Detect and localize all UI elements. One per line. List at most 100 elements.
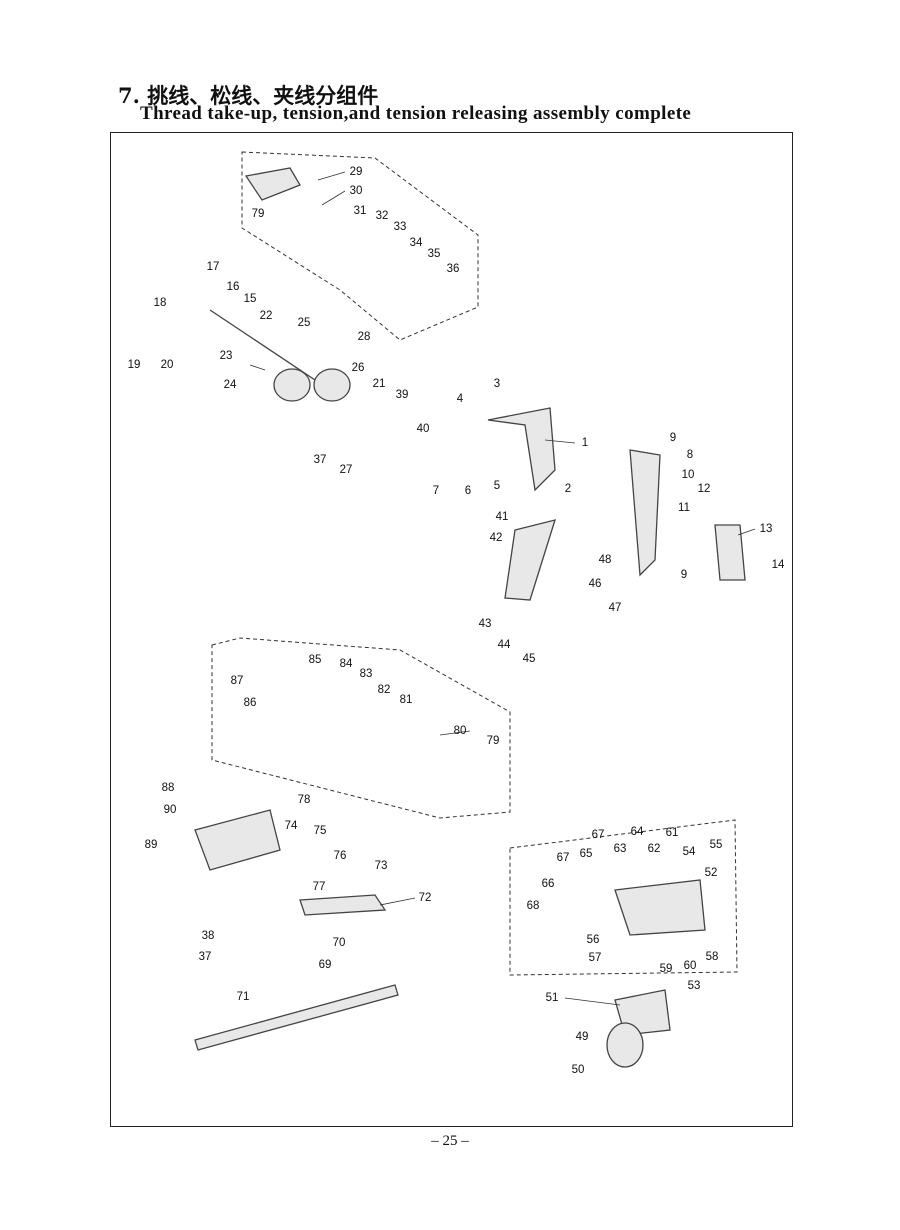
- part-label: 1: [581, 437, 589, 449]
- part-label: 31: [353, 205, 367, 217]
- part-label: 46: [588, 578, 602, 590]
- part-label: 29: [349, 166, 363, 178]
- part-label: 36: [446, 263, 460, 275]
- part-label: 40: [416, 423, 430, 435]
- part-label: 88: [161, 782, 175, 794]
- part-label: 44: [497, 639, 511, 651]
- part-label: 82: [377, 684, 391, 696]
- part-label: 43: [478, 618, 492, 630]
- part-label: 3: [493, 378, 501, 390]
- part-label: 20: [160, 359, 174, 371]
- part-label: 30: [349, 185, 363, 197]
- part-label: 4: [456, 393, 464, 405]
- part-label: 39: [395, 389, 409, 401]
- part-label: 86: [243, 697, 257, 709]
- bracket-41: [504, 519, 556, 601]
- part-label: 47: [608, 602, 622, 614]
- section-title-english: Thread take-up, tension,and tension rele…: [140, 103, 692, 124]
- part-label: 70: [332, 937, 346, 949]
- part-label: 60: [683, 960, 697, 972]
- section-title-chinese: 7. 挑线、松线、夹线分组件: [118, 83, 379, 108]
- part-label: 38: [201, 930, 215, 942]
- part-label: 41: [495, 511, 509, 523]
- part-label: 76: [333, 850, 347, 862]
- part-label: 18: [153, 297, 167, 309]
- part-label: 90: [163, 804, 177, 816]
- part-label: 2: [564, 483, 572, 495]
- part-label: 6: [464, 485, 472, 497]
- part-label: 23: [219, 350, 233, 362]
- part-label: 53: [687, 980, 701, 992]
- bracket-1: [487, 407, 556, 492]
- part-label: 79: [486, 735, 500, 747]
- part-label: 83: [359, 668, 373, 680]
- part-label: 62: [647, 843, 661, 855]
- part-label: 26: [351, 362, 365, 374]
- part-label: 28: [357, 331, 371, 343]
- part-label: 22: [259, 310, 273, 322]
- part-label: 12: [697, 483, 711, 495]
- part-label: 15: [243, 293, 257, 305]
- part-label: 24: [223, 379, 237, 391]
- lever-78: [194, 809, 281, 871]
- part-label: 35: [427, 248, 441, 260]
- part-label: 85: [308, 654, 322, 666]
- part-label: 77: [312, 881, 326, 893]
- diagram-frame: [110, 132, 793, 1127]
- shaft-72: [299, 894, 387, 916]
- part-label: 79: [251, 208, 265, 220]
- part-label: 84: [339, 658, 353, 670]
- part-label: 33: [393, 221, 407, 233]
- part-label: 75: [313, 825, 327, 837]
- part-label: 71: [236, 991, 250, 1003]
- part-label: 37: [313, 454, 327, 466]
- part-label: 66: [541, 878, 555, 890]
- part-label: 69: [318, 959, 332, 971]
- part-label: 64: [630, 826, 644, 838]
- part-label: 80: [453, 725, 467, 737]
- part-label: 48: [598, 554, 612, 566]
- bracket-8: [629, 449, 661, 577]
- part-label: 67: [591, 829, 605, 841]
- part-label: 9: [669, 432, 677, 444]
- dashed-group-middle: [211, 637, 511, 819]
- part-label: 10: [681, 469, 695, 481]
- dashed-group-lower-right: [509, 819, 738, 976]
- part-label: 56: [586, 934, 600, 946]
- part-label: 21: [372, 378, 386, 390]
- part-label: 89: [144, 839, 158, 851]
- part-label: 49: [575, 1031, 589, 1043]
- part-label: 72: [418, 892, 432, 904]
- part-label: 27: [339, 464, 353, 476]
- part-label: 11: [678, 502, 690, 514]
- part-label: 54: [682, 846, 696, 858]
- part-label: 25: [297, 317, 311, 329]
- part-label: 13: [759, 523, 773, 535]
- part-label: 50: [571, 1064, 585, 1076]
- part-label: 8: [686, 449, 694, 461]
- bar-71: [194, 984, 399, 1051]
- part-label: 68: [526, 900, 540, 912]
- part-label: 67: [556, 852, 570, 864]
- part-label: 87: [230, 675, 244, 687]
- part-label: 34: [409, 237, 423, 249]
- part-label: 78: [297, 794, 311, 806]
- part-label: 9: [680, 569, 688, 581]
- part-label: 55: [709, 839, 723, 851]
- part-label: 74: [284, 820, 298, 832]
- part-label: 45: [522, 653, 536, 665]
- part-label: 51: [545, 992, 559, 1004]
- part-label: 5: [493, 480, 501, 492]
- part-label: 16: [226, 281, 240, 293]
- page-number: – 25 –: [431, 1133, 469, 1149]
- part-label: 32: [375, 210, 389, 222]
- part-shapes: [194, 167, 746, 1068]
- part-label: 59: [659, 963, 673, 975]
- part-label: 52: [704, 867, 718, 879]
- take-up-plate: [244, 167, 301, 201]
- dashed-group-upper: [241, 151, 479, 341]
- part-label: 7: [432, 485, 440, 497]
- part-label: 37: [198, 951, 212, 963]
- part-label: 42: [489, 532, 503, 544]
